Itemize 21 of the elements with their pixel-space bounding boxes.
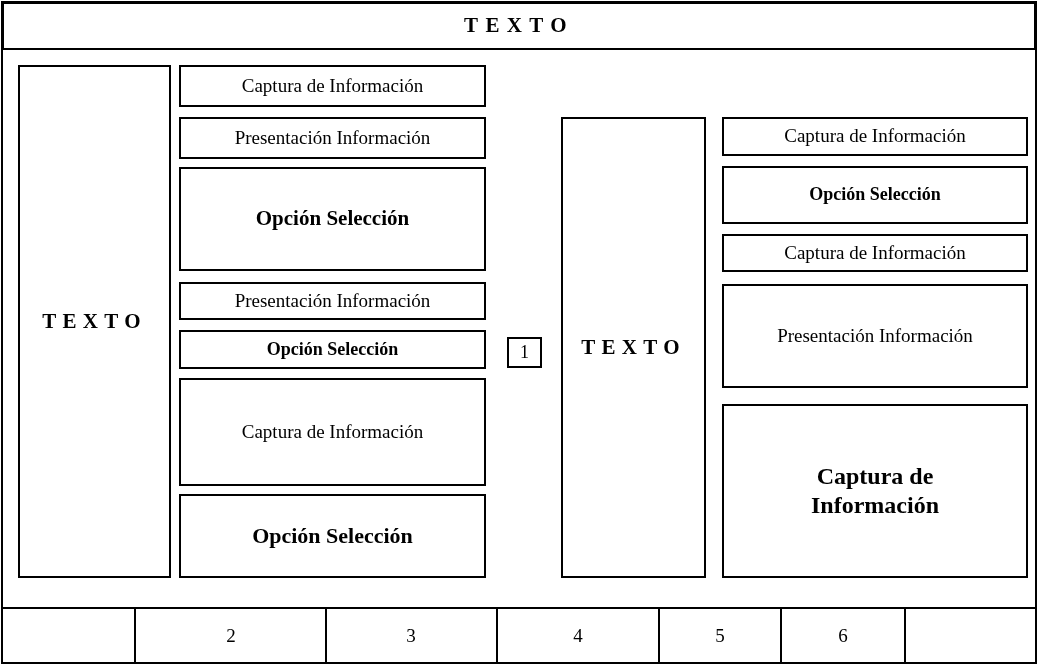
number-box: 1 — [507, 337, 542, 368]
section-box: Opción Selección — [179, 494, 486, 578]
section-box: Presentación Información — [179, 117, 486, 159]
section-box: Captura de Información — [179, 378, 486, 486]
center-panel: TEXTO — [561, 117, 706, 578]
section-box: Captura de Información — [722, 117, 1028, 156]
header-bar: TEXTO — [2, 2, 1036, 50]
section-box: Captura de Información — [722, 404, 1028, 578]
section-box: Presentación Información — [722, 284, 1028, 388]
column-number: 2 — [226, 625, 236, 647]
section-box: Captura de Información — [722, 234, 1028, 272]
column-number: 6 — [838, 625, 848, 647]
column-number: 5 — [715, 625, 725, 647]
side-panel: TEXTO — [18, 65, 171, 578]
section-box: Presentación Información — [179, 282, 486, 320]
section-box: Captura de Información — [179, 65, 486, 107]
column-number: 3 — [406, 625, 416, 647]
column-number: 4 — [573, 625, 583, 647]
section-box: Opción Selección — [179, 330, 486, 369]
section-box: Opción Selección — [722, 166, 1028, 224]
section-box: Opción Selección — [179, 167, 486, 271]
